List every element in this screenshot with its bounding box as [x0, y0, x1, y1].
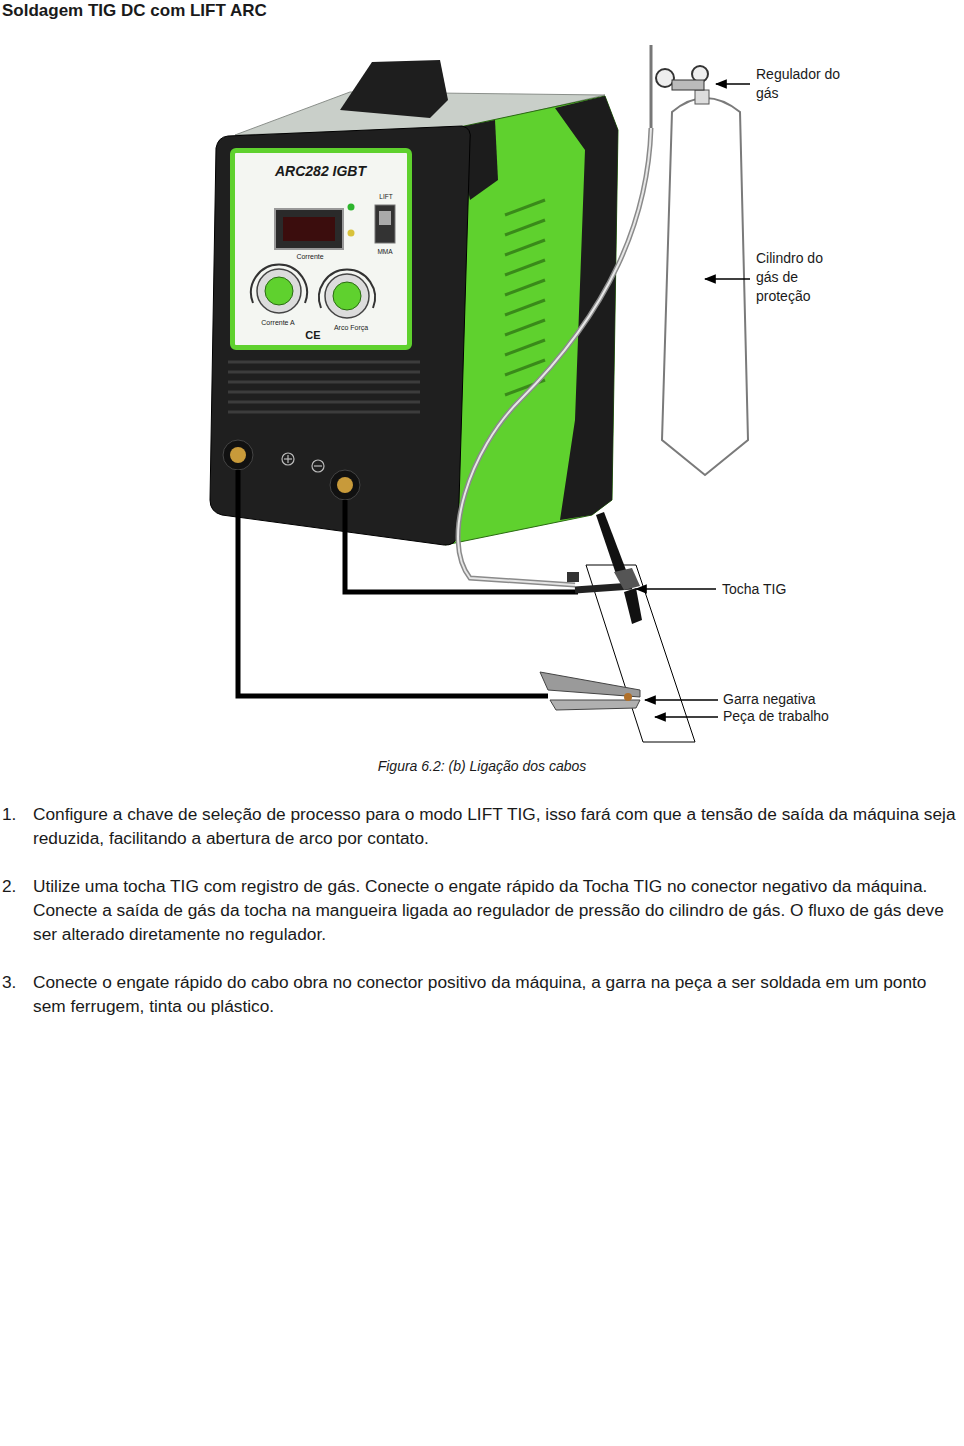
list-text: Utilize uma tocha TIG com registro de gá… [33, 874, 961, 946]
indicator-led [348, 230, 355, 237]
process-switch [375, 205, 395, 243]
vent-line [228, 411, 420, 414]
vent-slot [505, 200, 545, 215]
display-screen [283, 217, 335, 241]
knob-base [325, 274, 369, 318]
side-vents [505, 200, 545, 395]
knob [333, 282, 361, 310]
socket-negative [330, 470, 360, 500]
vent-line [228, 391, 420, 394]
gas-hose [458, 128, 651, 585]
panel-label: Corrente A [261, 319, 295, 327]
regulator-body [672, 80, 704, 90]
callout-label: Tocha TIG [722, 580, 842, 598]
caption: Figura 6.2: (b) Ligação dos cabos [0, 758, 964, 774]
callout-label: Garra negativa [723, 691, 853, 708]
ce-mark: CE [301, 329, 325, 342]
torch-back-cap [596, 512, 626, 574]
vent-slot [505, 340, 545, 355]
socket-brass [230, 447, 246, 463]
callout-label: Peça de trabalho [723, 708, 853, 725]
clamp-jaw [540, 672, 640, 697]
list-text: Conecte o engate rápido do cabo obra no … [33, 970, 961, 1018]
indicator-led [348, 204, 355, 211]
gas-valve [567, 572, 579, 582]
leader-line [655, 716, 718, 718]
knob-base [257, 269, 301, 313]
torch-head [614, 568, 640, 590]
gas-hose-core [458, 128, 651, 585]
knob-scale [251, 265, 307, 303]
socket-positive [223, 440, 253, 470]
leader-line [716, 83, 750, 85]
regulator-gauge [656, 69, 674, 87]
vent-line [228, 361, 420, 364]
list-number: 2. [2, 874, 28, 898]
leader-line [705, 278, 750, 280]
minus-symbol [314, 465, 322, 466]
panel-label: Arco Força [329, 324, 373, 332]
vent-slot [505, 260, 545, 275]
clamp-pivot [624, 693, 632, 701]
list-text: Configure a chave de seleção de processo… [33, 802, 961, 850]
gas-cylinder [662, 98, 748, 475]
panel-label: Corrente [275, 253, 345, 261]
side-bumper [555, 96, 618, 520]
display [275, 209, 343, 249]
torch-nozzle [624, 588, 642, 624]
model-name: ARC282 IGBT [275, 163, 405, 179]
cylinder-valve [695, 90, 709, 104]
leader-line [636, 588, 716, 590]
machine-handle [340, 60, 448, 118]
vent-slot [505, 280, 545, 295]
vent-slot [505, 320, 545, 335]
callout-label: Regulador do gás [756, 65, 841, 103]
front-vents [228, 362, 420, 412]
list-number: 1. [2, 802, 28, 826]
leader-line [645, 699, 718, 701]
work-cable [238, 470, 548, 696]
knob-scale [319, 270, 375, 308]
vent-slot [505, 300, 545, 315]
vent-slot [505, 240, 545, 255]
vent-slot [505, 360, 545, 375]
vent-slot [505, 220, 545, 235]
vent-line [228, 371, 420, 374]
plus-symbol [282, 453, 294, 465]
switch-lever [379, 211, 391, 225]
machine-front [210, 126, 470, 545]
list-number: 3. [2, 970, 28, 994]
gas-pipe [650, 45, 653, 128]
clamp-jaw [550, 700, 640, 710]
minus-symbol [312, 460, 324, 472]
vent-line [228, 401, 420, 404]
title: Soldagem TIG DC com LIFT ARC [2, 1, 267, 21]
knob [265, 277, 293, 305]
torch-cable [345, 500, 578, 592]
panel-label: MMA [371, 248, 399, 255]
callout-label: Cilindro do gás de proteção [756, 249, 836, 306]
socket-brass [337, 477, 353, 493]
vent-line [228, 381, 420, 384]
front-panel: ARC282 IGBT CorrenteCorrente A Arco Força L… [230, 148, 412, 350]
plus-symbol [287, 455, 288, 463]
panel-label: LIFT [373, 193, 399, 200]
